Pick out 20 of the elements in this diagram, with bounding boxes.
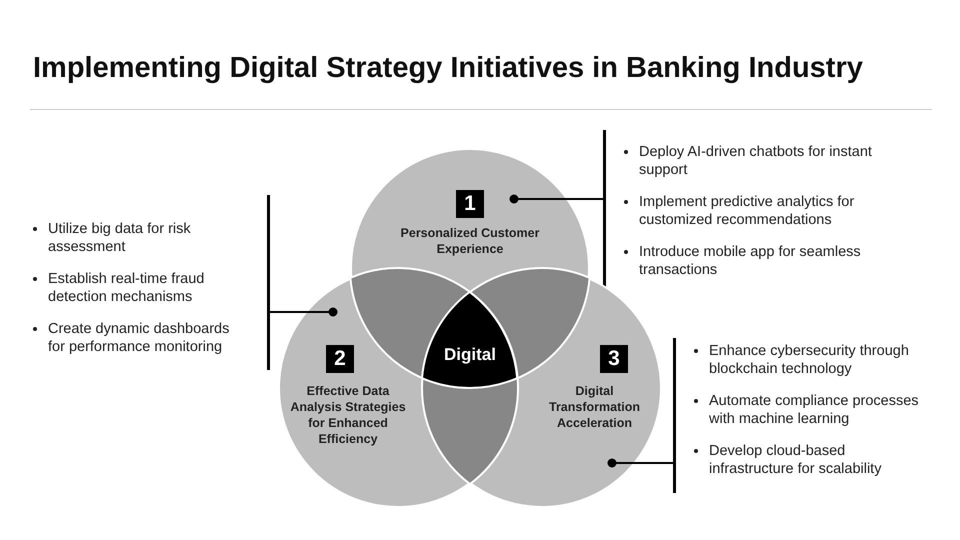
number-badge: 1 [456,190,484,218]
bullet-text: Deploy AI-driven chatbots for instant support [639,144,872,178]
bullet-text: Utilize big data for risk assessment [48,221,191,255]
number-badge: 2 [326,345,354,373]
center-label: Digital [443,345,497,365]
circle-title: Personalized Customer Experience [400,225,540,257]
bullet-text: Enhance cybersecurity through blockchain technology [709,343,909,377]
circle-title: Digital Transformation Acceleration [548,383,641,431]
title: Implementing Digital Strategy Initiatives in Banking Industry [33,52,863,85]
bullet-text: Automate compliance processes with machine learning [709,393,919,427]
bullet-text: Introduce mobile app for seamless transactions [639,244,861,278]
leader-line [270,308,338,316]
leader-line [510,194,603,204]
bullet-text: Establish real-time fraud detection mechanisms [48,271,204,305]
leader-line [608,458,673,468]
bullet-text: Implement predictive analytics for customized recommendations [639,194,854,228]
bullet-text: Develop cloud-based infrastructure for scalability [709,443,882,477]
number-badge: 3 [600,345,628,373]
bullet-text: Create dynamic dashboards for performance monitoring [48,321,230,355]
circle-title: Effective Data Analysis Strategies for Enhanced Efficiency [289,383,407,447]
